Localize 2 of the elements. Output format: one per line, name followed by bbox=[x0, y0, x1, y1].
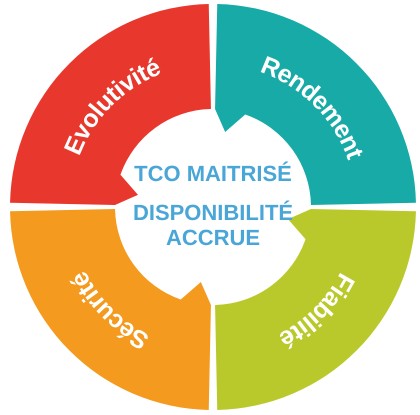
center-text: DISPONIBILITÉ ACCRUE bbox=[132, 200, 294, 250]
center-text: TCO MAITRISÉ bbox=[134, 160, 292, 186]
